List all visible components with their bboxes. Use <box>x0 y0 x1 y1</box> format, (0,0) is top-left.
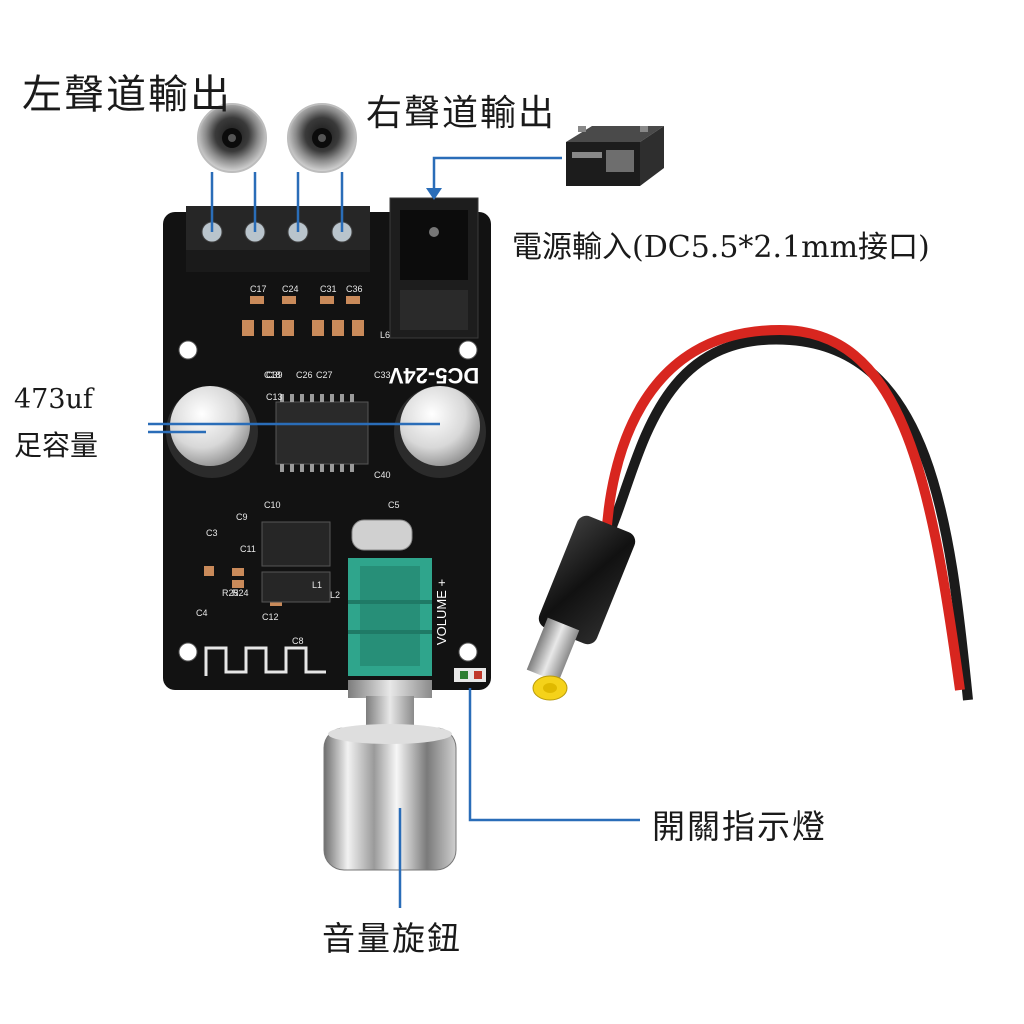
silkscreen-label: C31 <box>320 284 337 294</box>
volume-potentiometer <box>348 558 432 676</box>
silkscreen-label: C17 <box>250 284 267 294</box>
power-indicator-label: 開關指示燈 <box>652 807 827 846</box>
left-channel-output-label: 左聲道輸出 <box>22 72 232 118</box>
silkscreen-label: C10 <box>264 500 281 510</box>
silkscreen-label: L6 <box>380 330 390 340</box>
silkscreen-label: C13 <box>266 392 283 402</box>
silkscreen-label: C27 <box>316 370 333 380</box>
silkscreen-label: C11 <box>240 544 256 554</box>
silkscreen-label: C3 <box>206 528 218 538</box>
silkscreen-label: C26 <box>296 370 313 380</box>
capacitor-note-label: 足容量 <box>14 429 99 462</box>
silkscreen-label: C8 <box>292 636 304 646</box>
silkscreen-label: C12 <box>262 612 279 622</box>
silkscreen-label: C33 <box>374 370 391 380</box>
power-input-label: 電源輸入(DC5.5*2.1mm接口) <box>512 230 930 265</box>
right-speaker-icon <box>287 103 357 173</box>
silkscreen-label: C40 <box>374 470 391 480</box>
silkscreen-label: C36 <box>346 284 363 294</box>
silkscreen-label: C4 <box>196 608 208 618</box>
dsp-chip <box>261 571 331 603</box>
battery-icon <box>566 126 664 186</box>
silkscreen-label: C18 <box>264 370 281 380</box>
silkscreen-label: C39 <box>266 370 283 380</box>
dc-power-jack <box>389 197 479 339</box>
leader-lines <box>148 156 640 908</box>
bluetooth-chip <box>261 521 331 567</box>
ic-pins <box>280 394 354 472</box>
silkscreen-label: C24 <box>282 284 299 294</box>
right-channel-output-label: 右聲道輸出 <box>366 93 557 134</box>
right-capacitor <box>394 386 486 478</box>
amplifier-chip <box>275 401 369 465</box>
silkscreen-label: C9 <box>236 512 248 522</box>
capacitor-value-label: 473uf <box>14 384 93 415</box>
dc-cable <box>526 324 973 701</box>
silkscreen-label: R24 <box>232 588 249 598</box>
silkscreen-label: R25 <box>222 588 239 598</box>
silkscreen-label: L2 <box>330 590 340 600</box>
volume-knob <box>323 680 457 871</box>
smd-components <box>204 296 364 606</box>
left-speaker-icon <box>197 103 267 173</box>
silkscreen-label: C5 <box>388 500 400 510</box>
board-volume-marking: VOLUME + <box>434 579 449 645</box>
board-voltage-marking: DC5-24V <box>388 363 479 388</box>
antenna-trace <box>204 646 326 676</box>
volume-knob-label: 音量旋鈕 <box>322 919 462 958</box>
left-capacitor <box>166 386 258 478</box>
silkscreen-label: L1 <box>312 580 322 590</box>
crystal <box>351 519 413 551</box>
